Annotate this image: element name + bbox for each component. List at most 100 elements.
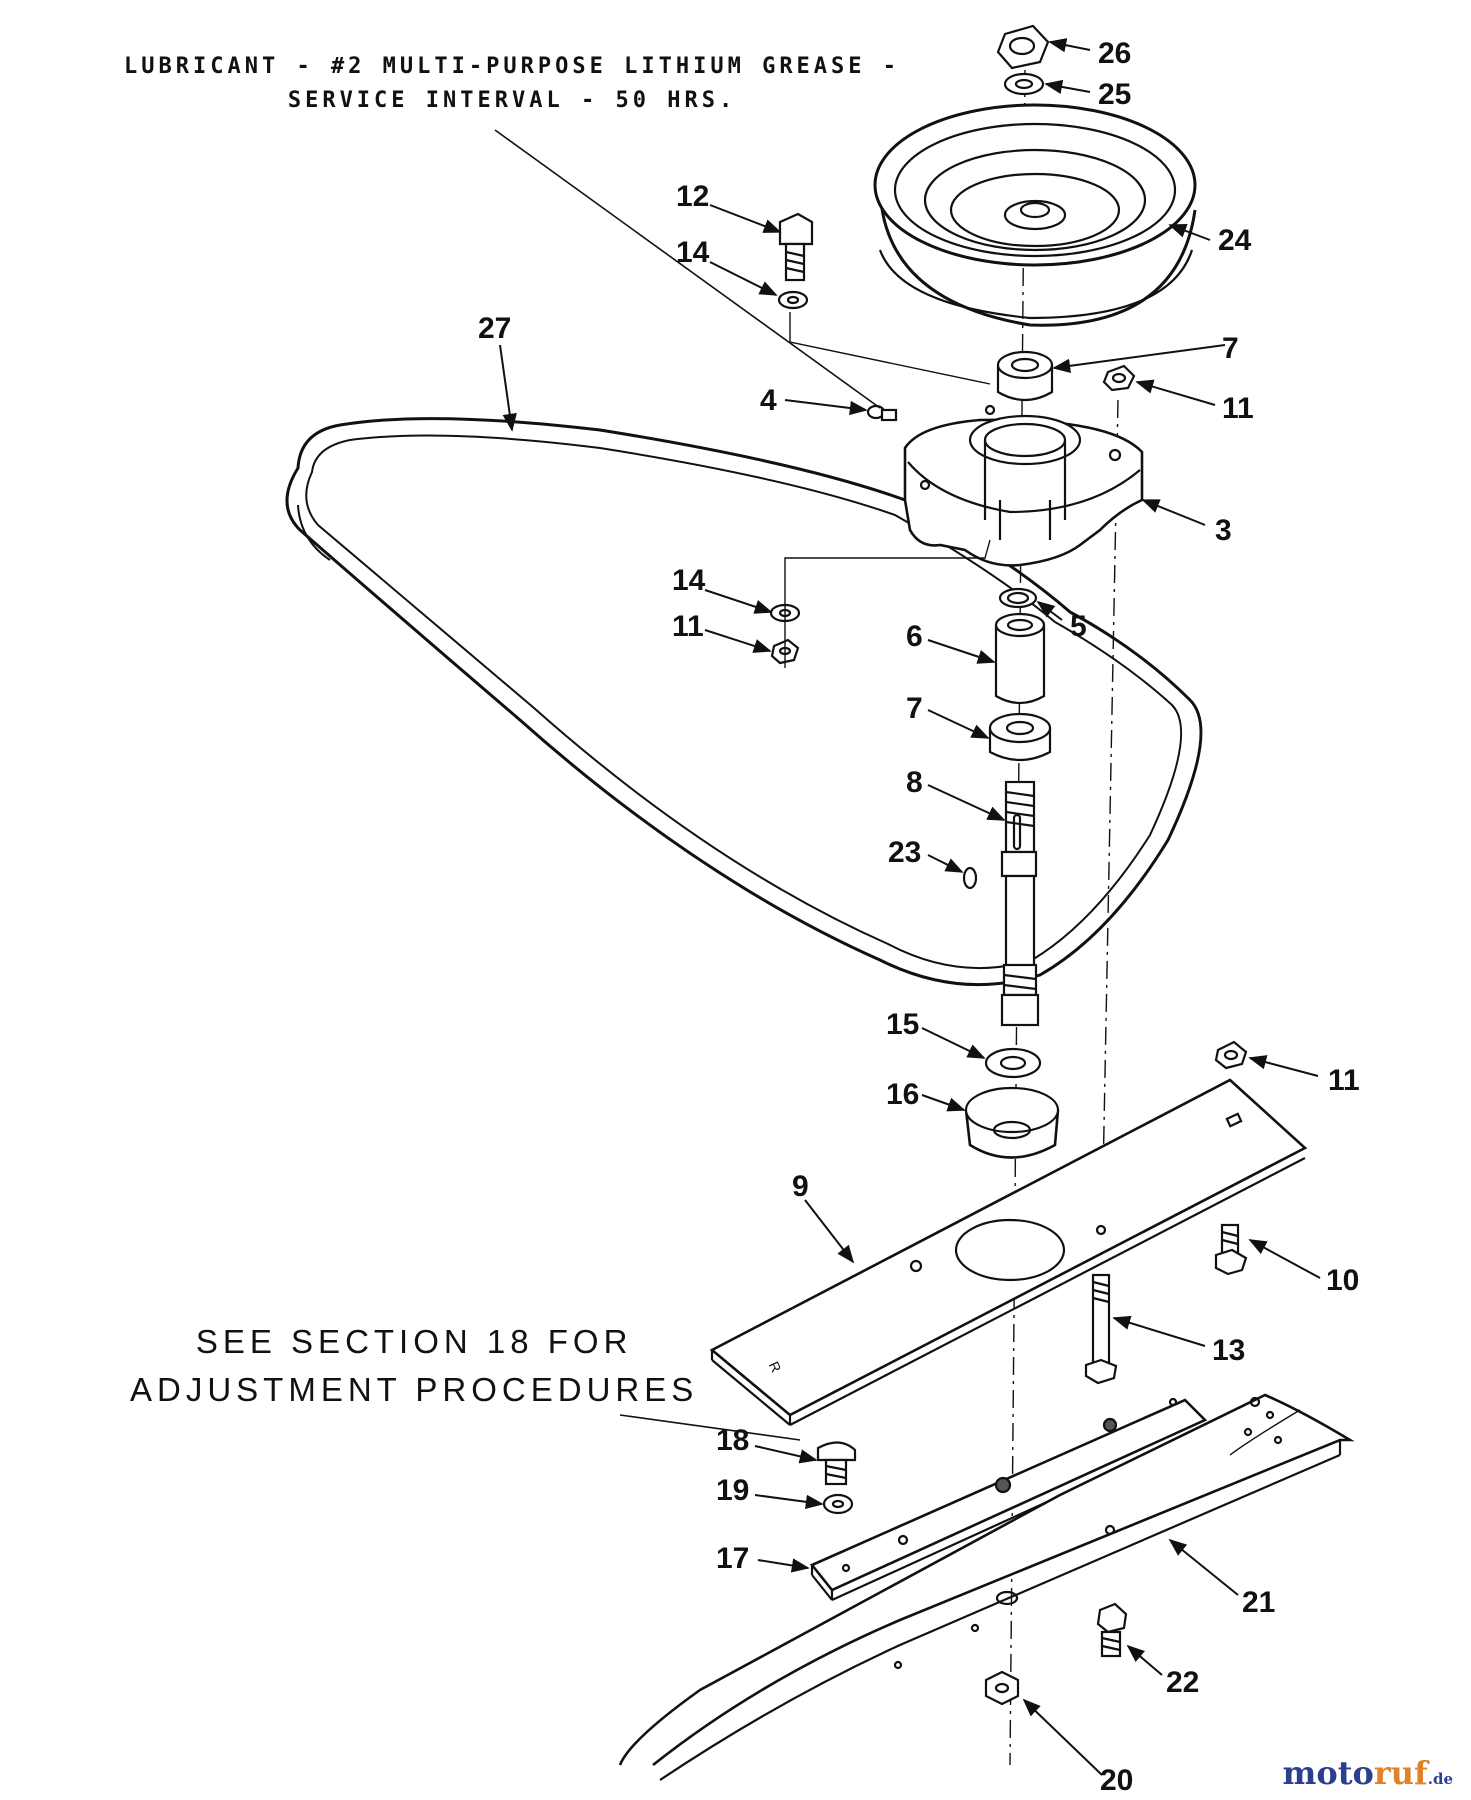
bolt-12 — [778, 212, 814, 282]
arrow-15 — [921, 1027, 986, 1059]
arrow-27 — [499, 344, 517, 432]
callout-10: 10 — [1326, 1264, 1359, 1297]
arrow-8 — [927, 784, 1006, 821]
bolt-13 — [1084, 1273, 1118, 1385]
arrow-5 — [1036, 600, 1063, 621]
lubricant-note-line1: LUBRICANT - #2 MULTI-PURPOSE LITHIUM GRE… — [124, 54, 901, 79]
callout-9: 9 — [792, 1170, 809, 1203]
callout-6: 6 — [906, 620, 923, 653]
lock-washer-19 — [822, 1493, 854, 1515]
snap-ring-5 — [998, 587, 1038, 609]
arrow-18 — [754, 1445, 818, 1464]
arrow-14b — [704, 589, 773, 614]
callout-14-top: 14 — [676, 236, 710, 269]
arrow-21 — [1168, 1538, 1239, 1596]
adjustment-note-line1: SEE SECTION 18 FOR — [195, 1323, 633, 1360]
arrow-14a — [709, 261, 778, 296]
arrow-23 — [927, 854, 964, 873]
callout-13: 13 — [1212, 1334, 1245, 1367]
callout-18: 18 — [716, 1424, 749, 1457]
arrow-20 — [1022, 1698, 1103, 1776]
callout-17: 17 — [716, 1542, 749, 1575]
nut-26 — [996, 24, 1050, 70]
bolt-10 — [1214, 1223, 1248, 1276]
arrow-11b — [704, 629, 772, 653]
arrow-24 — [1168, 223, 1211, 241]
adjustment-note: SEE SECTION 18 FOR ADJUSTMENT PROCEDURES — [130, 1318, 698, 1414]
nut-11-top — [1102, 364, 1136, 392]
watermark-logo: motoruf.de — [1283, 1754, 1453, 1792]
callout-7-top: 7 — [1222, 332, 1239, 365]
bolt-22 — [1096, 1602, 1128, 1658]
arrow-10 — [1248, 1239, 1321, 1279]
nut-11-right — [1214, 1040, 1248, 1070]
bolt-18 — [816, 1441, 857, 1486]
callout-11-top: 11 — [1222, 392, 1254, 425]
arrow-11a — [1135, 379, 1216, 406]
callout-27: 27 — [478, 312, 511, 345]
arrow-7a — [1052, 344, 1226, 373]
arrow-7b — [927, 709, 990, 739]
callout-5: 5 — [1070, 610, 1087, 643]
callout-19: 19 — [716, 1474, 749, 1507]
arrow-13 — [1112, 1315, 1206, 1347]
spindle-shaft-8 — [1000, 780, 1040, 1027]
arrow-17 — [757, 1558, 810, 1573]
callout-22: 22 — [1166, 1666, 1199, 1699]
arrow-12 — [709, 204, 782, 233]
arrow-4 — [784, 399, 868, 416]
bearing-7-lower — [988, 712, 1052, 762]
plate-9: R — [709, 1078, 1308, 1426]
nut-20 — [984, 1670, 1020, 1706]
v-belt-27 — [285, 417, 1203, 987]
callout-16: 16 — [886, 1078, 919, 1111]
leader-washer-14 — [784, 539, 991, 668]
lubricant-note: LUBRICANT - #2 MULTI-PURPOSE LITHIUM GRE… — [124, 50, 900, 118]
washer-15 — [984, 1047, 1042, 1079]
leader-adjust — [619, 1414, 801, 1441]
watermark-tld: .de — [1427, 1770, 1453, 1788]
pulley-24 — [873, 103, 1197, 327]
arrow-25 — [1044, 79, 1091, 94]
callout-11-lower: 11 — [672, 610, 704, 643]
watermark-name-b: ruf — [1373, 1754, 1428, 1792]
callout-20: 20 — [1100, 1764, 1133, 1797]
lubricant-note-line2: SERVICE INTERVAL - 50 HRS. — [287, 88, 737, 113]
cup-16 — [964, 1086, 1060, 1159]
arrow-19 — [754, 1494, 824, 1509]
callout-4: 4 — [760, 384, 777, 417]
leader-lubricant — [494, 129, 881, 409]
washer-25 — [1003, 72, 1045, 96]
callout-25: 25 — [1098, 78, 1131, 111]
adjustment-note-line2: ADJUSTMENT PROCEDURES — [130, 1371, 699, 1408]
callout-12: 12 — [676, 180, 709, 213]
arrow-16 — [921, 1094, 966, 1112]
blade-21 — [618, 1393, 1355, 1781]
washer-14-top — [777, 290, 809, 310]
leader-bolt-12 — [789, 312, 991, 385]
bolt-axis-right — [1101, 399, 1119, 1231]
key-23 — [962, 866, 978, 890]
arrow-9 — [804, 1199, 855, 1264]
arrow-11c — [1248, 1055, 1319, 1077]
arrow-3 — [1141, 499, 1206, 526]
arrow-6 — [927, 639, 996, 664]
arrow-22 — [1126, 1644, 1163, 1676]
spacer-6 — [994, 612, 1046, 705]
watermark-name-a: moto — [1282, 1754, 1374, 1792]
grease-fitting-4 — [866, 404, 898, 422]
callout-3: 3 — [1215, 514, 1232, 547]
callout-11-right: 11 — [1328, 1064, 1360, 1097]
callout-24: 24 — [1218, 224, 1252, 257]
callout-14-lower: 14 — [672, 564, 706, 597]
stiffener-17 — [809, 1397, 1208, 1602]
callout-15: 15 — [886, 1008, 919, 1041]
callout-23: 23 — [888, 836, 921, 869]
callout-8: 8 — [906, 766, 923, 799]
callout-26: 26 — [1098, 37, 1131, 70]
bearing-7-top — [996, 350, 1054, 402]
spindle-housing-3 — [903, 404, 1144, 567]
arrow-26 — [1048, 38, 1091, 53]
callout-7-lower: 7 — [906, 692, 923, 725]
